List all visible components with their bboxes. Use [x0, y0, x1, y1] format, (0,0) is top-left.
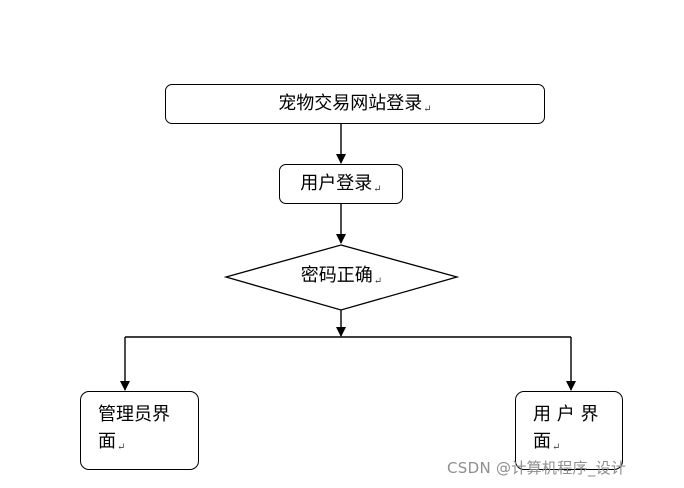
paragraph-mark-icon: ↵	[373, 276, 383, 287]
paragraph-mark-icon: ↵	[373, 184, 382, 195]
user-interface-node: 用 户 界 面↵	[515, 391, 623, 470]
paragraph-mark-icon: ↵	[117, 442, 126, 453]
paragraph-mark-icon: ↵	[423, 104, 432, 115]
title-node-label: 宠物交易网站登录↵	[278, 93, 432, 115]
admin-node-label-line2: 面↵	[98, 431, 126, 453]
decision-node-label: 密码正确↵	[300, 265, 383, 287]
title-node: 宠物交易网站登录↵	[165, 84, 545, 124]
user-ui-node-label-line1: 用 户 界	[533, 404, 599, 425]
paragraph-mark-icon: ↵	[552, 442, 561, 453]
user-ui-node-label-line2: 面↵	[533, 431, 561, 453]
admin-node-label-line1: 管理员界	[98, 404, 170, 425]
watermark: CSDN @计算机程序_设计	[447, 459, 627, 477]
admin-interface-node: 管理员界 面↵	[80, 391, 199, 470]
user-login-node-label: 用户登录↵	[300, 173, 382, 195]
user-login-node: 用户登录↵	[279, 164, 403, 204]
